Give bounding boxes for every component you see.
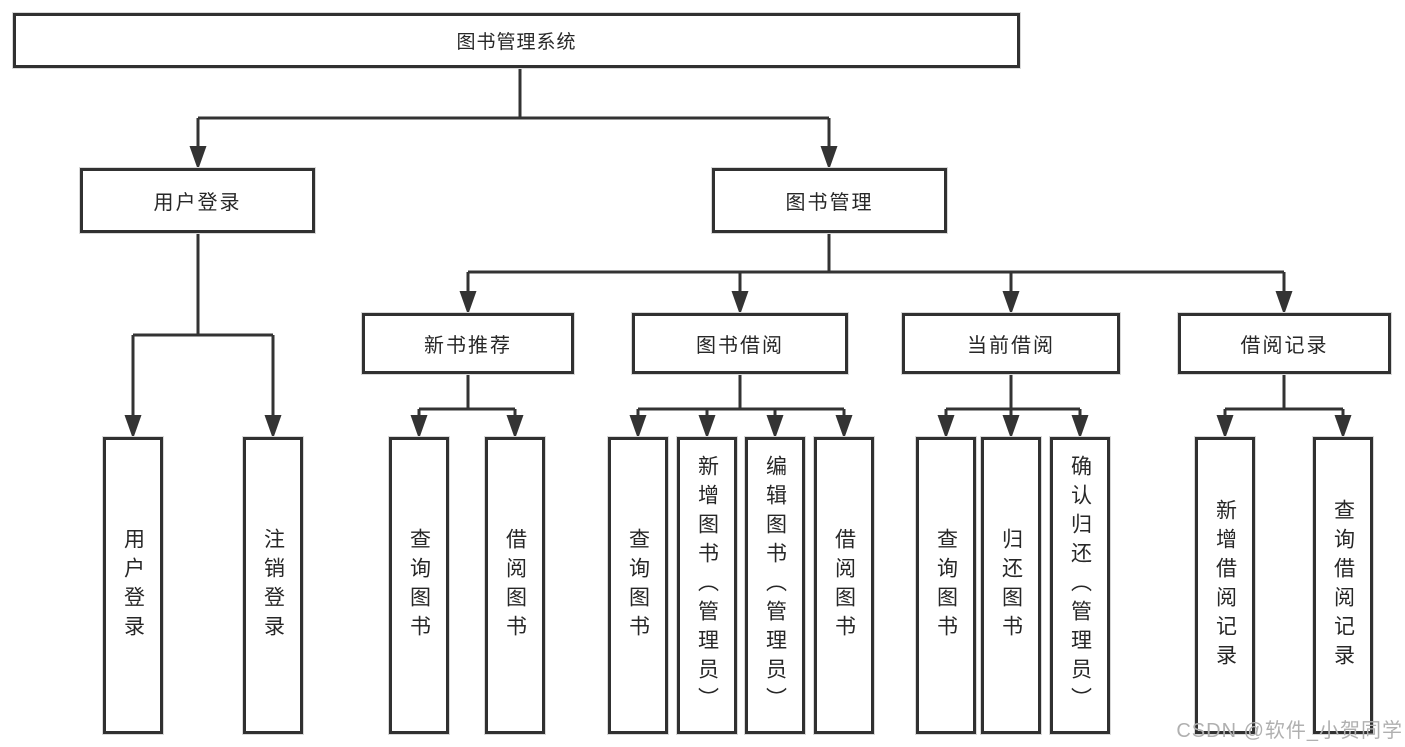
node-label: 新增借阅记录 [1213, 498, 1237, 673]
leaf-borrowing-add-books-admin: 新增图书（管理员） [677, 437, 737, 734]
node-label: 图书管理系统 [456, 32, 577, 53]
node-label: 编辑图书（管理员） [763, 455, 787, 716]
csdn-watermark: CSDN @软件_小贺同学 [1176, 720, 1403, 742]
node-label: 新增图书（管理员） [695, 455, 719, 716]
leaf-borrowing-edit-books-admin: 编辑图书（管理员） [745, 437, 805, 734]
node-user-login: 用户登录 [80, 168, 315, 233]
leaf-records-query-record: 查询借阅记录 [1313, 437, 1373, 734]
node-label: 借阅图书 [503, 527, 527, 644]
node-label: 借阅图书 [832, 527, 856, 644]
node-book-management: 图书管理 [712, 168, 947, 233]
node-book-borrowing: 图书借阅 [632, 313, 848, 374]
node-label: 查询图书 [934, 527, 958, 644]
leaf-records-add-record: 新增借阅记录 [1195, 437, 1255, 734]
node-label: 图书借阅 [696, 335, 784, 357]
node-new-book-recommend: 新书推荐 [362, 313, 574, 374]
leaf-borrowing-borrow-books: 借阅图书 [814, 437, 874, 734]
node-label: 查询图书 [626, 527, 650, 644]
node-label: 注销登录 [261, 527, 285, 644]
leaf-current-return-books: 归还图书 [981, 437, 1041, 734]
leaf-recommend-query-books: 查询图书 [389, 437, 449, 734]
node-borrow-records: 借阅记录 [1178, 313, 1391, 374]
node-label: 用户登录 [153, 192, 242, 214]
node-label: 归还图书 [999, 527, 1023, 644]
leaf-current-query-books: 查询图书 [916, 437, 976, 734]
arrowheads [124, 146, 1352, 439]
node-current-borrowing: 当前借阅 [902, 313, 1120, 374]
node-label: 当前借阅 [967, 335, 1055, 357]
leaf-recommend-borrow-books: 借阅图书 [485, 437, 545, 734]
leaf-borrowing-query-books: 查询图书 [608, 437, 668, 734]
leaf-logout: 注销登录 [243, 437, 303, 734]
node-label: 查询借阅记录 [1331, 498, 1355, 673]
node-label: 新书推荐 [424, 335, 512, 357]
node-label: 用户登录 [121, 527, 145, 644]
node-label: 图书管理 [785, 192, 874, 214]
node-library-system: 图书管理系统 [13, 13, 1020, 68]
node-label: 借阅记录 [1240, 335, 1329, 357]
node-label: 查询图书 [407, 527, 431, 644]
leaf-user-login: 用户登录 [103, 437, 163, 734]
leaf-current-confirm-return-admin: 确认归还（管理员） [1050, 437, 1110, 734]
node-label: 确认归还（管理员） [1068, 455, 1092, 716]
